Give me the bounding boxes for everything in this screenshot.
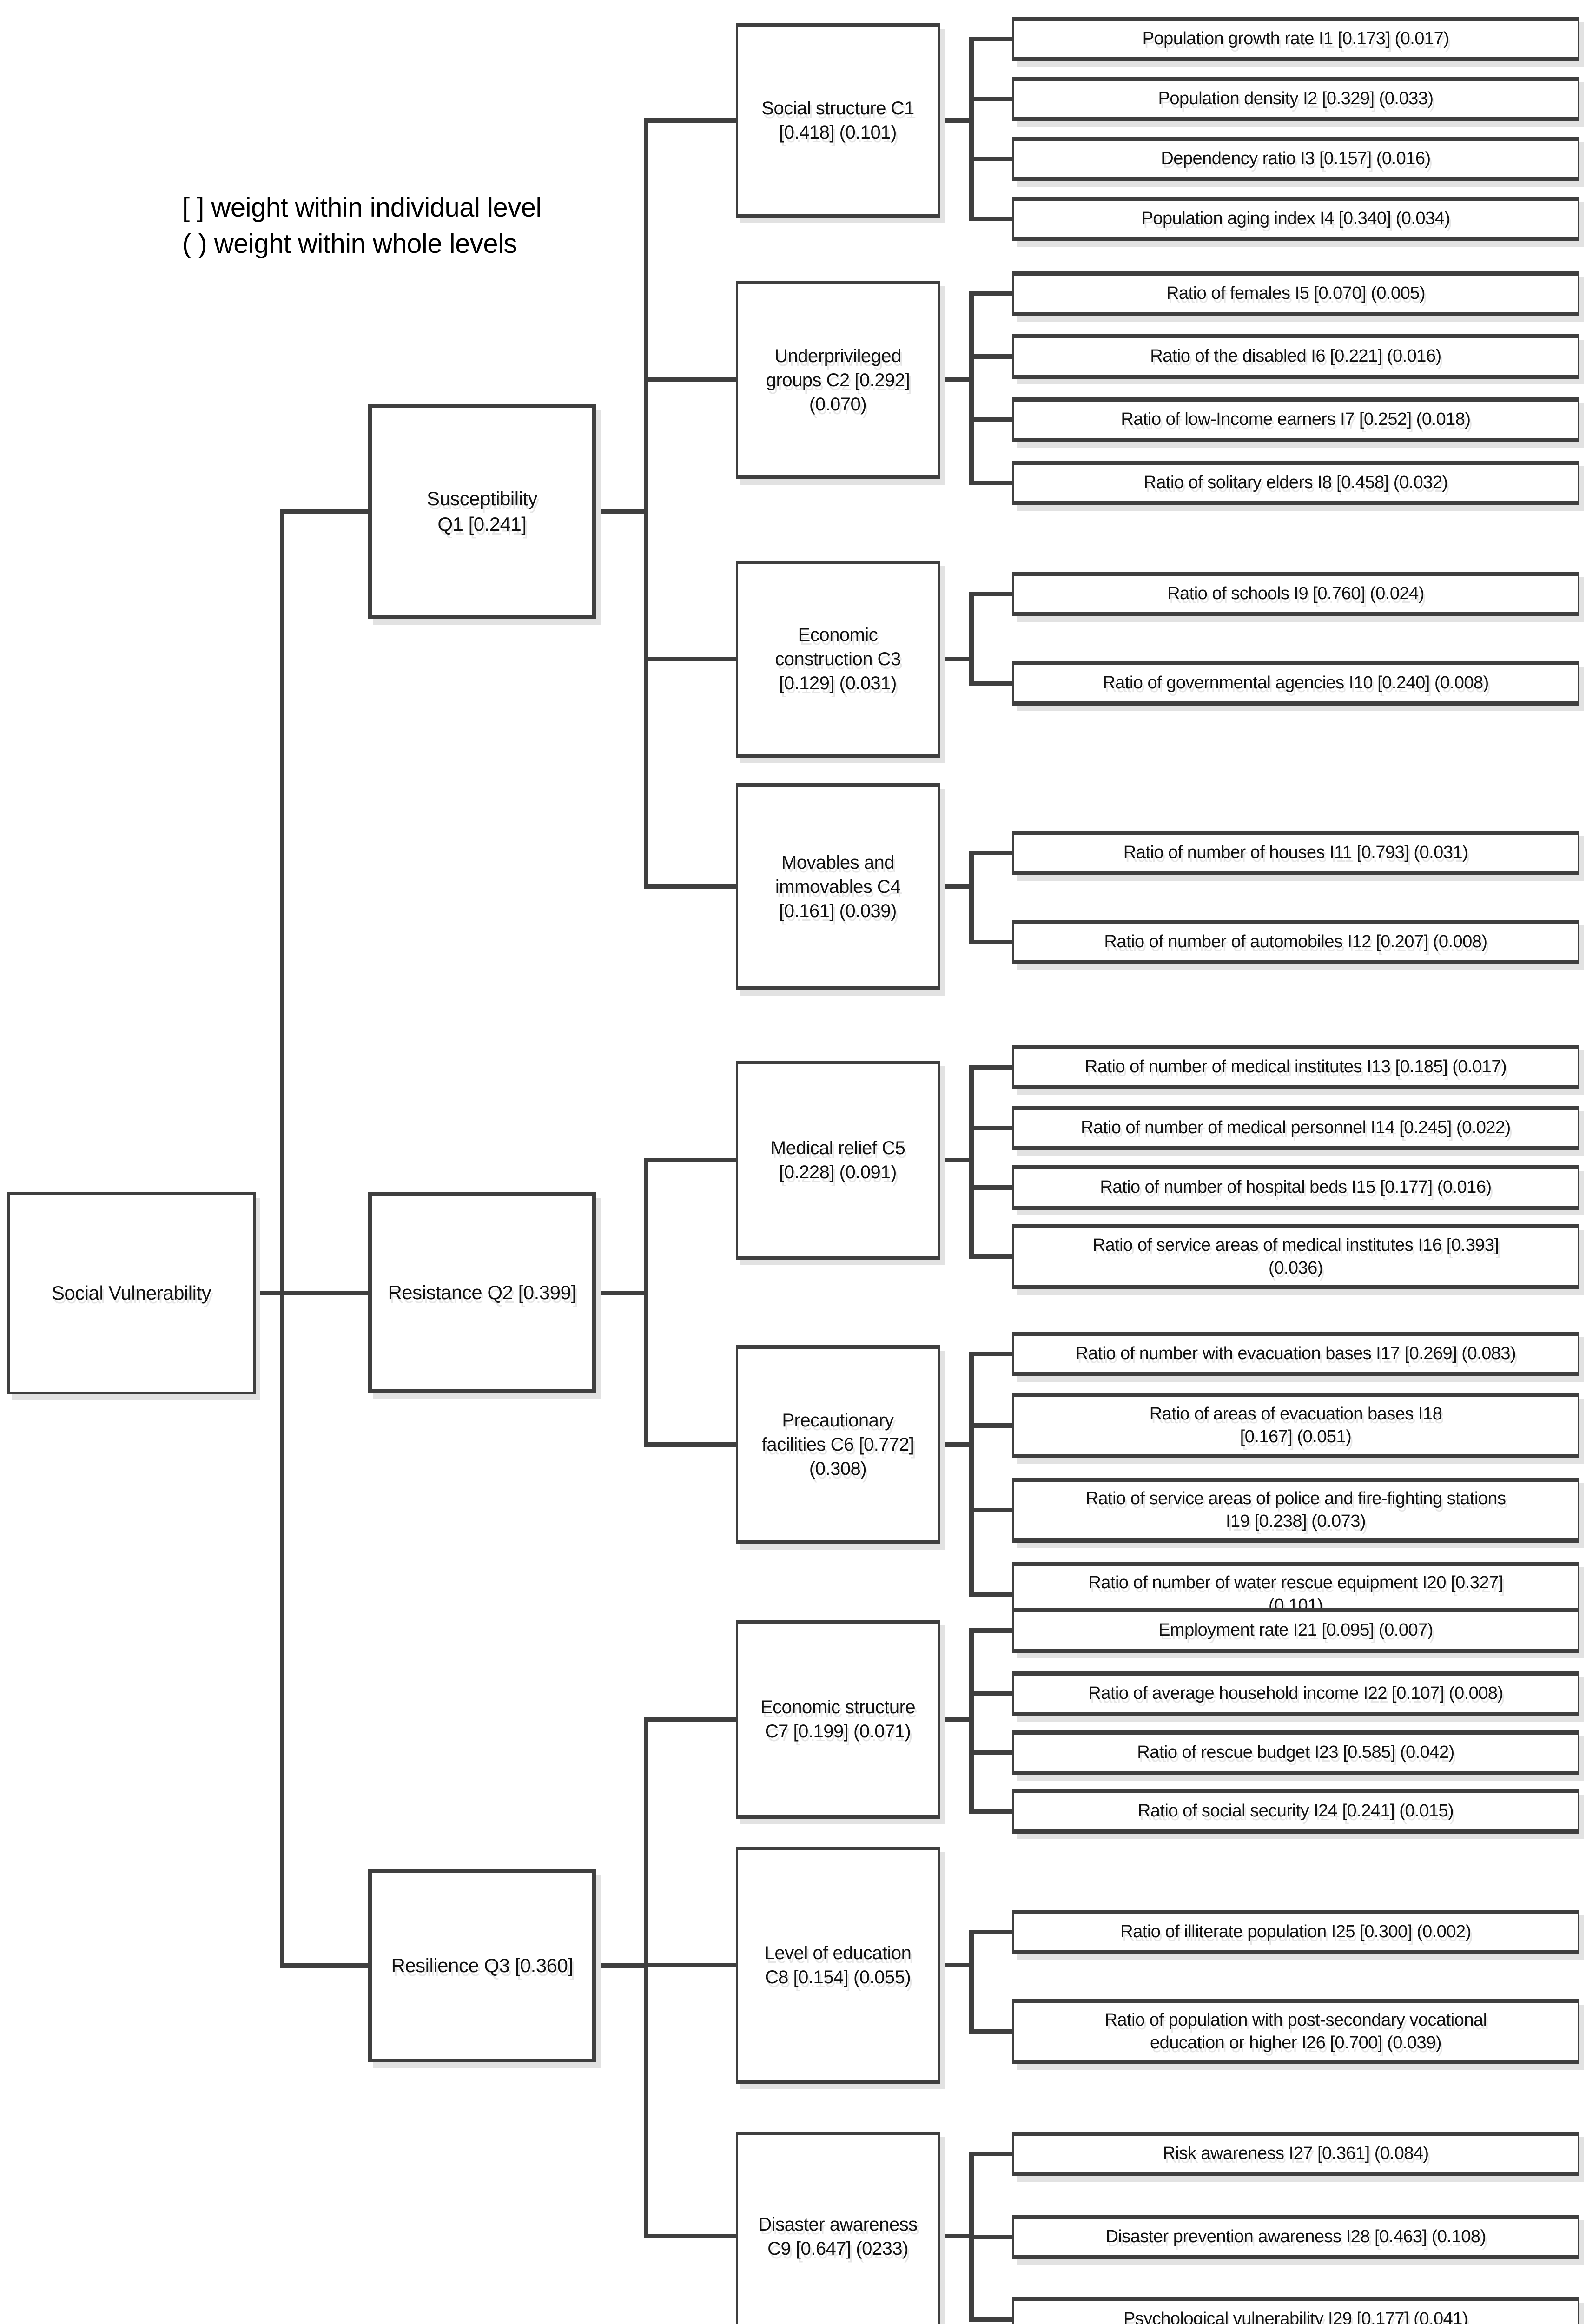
node-c4-movables-immovables: Movables and immovables C4 [0.161] (0.03…: [736, 783, 940, 990]
node-q1-susceptibility: Susceptibility Q1 [0.241]: [368, 404, 596, 619]
legend: [ ] weight within individual level ( ) w…: [182, 190, 542, 263]
node-i1-population-growth-rate: Population growth rate I1 [0.173] (0.017…: [1012, 17, 1579, 61]
node-i16-service-areas-medical-institutes: Ratio of service areas of medical instit…: [1012, 1224, 1579, 1289]
node-social-vulnerability: Social Vulnerability: [7, 1192, 256, 1394]
node-i22-average-household-income: Ratio of average household income I22 [0…: [1012, 1671, 1579, 1716]
node-c3-economic-construction: Economic construction C3 [0.129] (0.031): [736, 561, 940, 758]
node-c7-economic-structure: Economic structure C7 [0.199] (0.071): [736, 1620, 940, 1819]
node-i3-dependency-ratio: Dependency ratio I3 [0.157] (0.016): [1012, 137, 1579, 181]
node-i7-ratio-low-income-earners: Ratio of low-Income earners I7 [0.252] (…: [1012, 397, 1579, 442]
node-i29-psychological-vulnerability: Psychological vulnerability I29 [0.177] …: [1012, 2297, 1579, 2324]
node-i14-ratio-medical-personnel: Ratio of number of medical personnel I14…: [1012, 1106, 1579, 1150]
node-i10-ratio-governmental-agencies: Ratio of governmental agencies I10 [0.24…: [1012, 661, 1579, 706]
node-i17-number-evacuation-bases: Ratio of number with evacuation bases I1…: [1012, 1332, 1579, 1376]
node-i18-areas-evacuation-bases: Ratio of areas of evacuation bases I18 […: [1012, 1393, 1579, 1458]
node-q2-resistance: Resistance Q2 [0.399]: [368, 1192, 596, 1393]
node-i15-ratio-hospital-beds: Ratio of number of hospital beds I15 [0.…: [1012, 1165, 1579, 1210]
node-i6-ratio-of-disabled: Ratio of the disabled I6 [0.221] (0.016): [1012, 334, 1579, 379]
node-c2-underprivileged-groups: Underprivileged groups C2 [0.292] (0.070…: [736, 281, 940, 479]
node-i11-ratio-number-of-houses: Ratio of number of houses I11 [0.793] (0…: [1012, 831, 1579, 875]
node-i23-rescue-budget: Ratio of rescue budget I23 [0.585] (0.04…: [1012, 1730, 1579, 1775]
node-c8-level-of-education: Level of education C8 [0.154] (0.055): [736, 1847, 940, 2084]
node-q3-resilience: Resilience Q3 [0.360]: [368, 1869, 596, 2062]
node-i5-ratio-of-females: Ratio of females I5 [0.070] (0.005): [1012, 271, 1579, 316]
node-c6-precautionary-facilities: Precautionary facilities C6 [0.772] (0.3…: [736, 1345, 940, 1544]
node-c9-disaster-awareness: Disaster awareness C9 [0.647] (0233): [736, 2132, 940, 2324]
node-i21-employment-rate: Employment rate I21 [0.095] (0.007): [1012, 1608, 1579, 1653]
node-i4-population-aging-index: Population aging index I4 [0.340] (0.034…: [1012, 197, 1579, 241]
node-i13-ratio-medical-institutes: Ratio of number of medical institutes I1…: [1012, 1045, 1579, 1089]
node-i24-social-security: Ratio of social security I24 [0.241] (0.…: [1012, 1789, 1579, 1834]
node-c5-medical-relief: Medical relief C5 [0.228] (0.091): [736, 1061, 940, 1260]
legend-line-whole: ( ) weight within whole levels: [182, 229, 517, 259]
node-i25-illiterate-population: Ratio of illiterate population I25 [0.30…: [1012, 1910, 1579, 1954]
node-i9-ratio-of-schools: Ratio of schools I9 [0.760] (0.024): [1012, 572, 1579, 616]
legend-line-individual: [ ] weight within individual level: [182, 192, 542, 223]
node-i8-ratio-solitary-elders: Ratio of solitary elders I8 [0.458] (0.0…: [1012, 461, 1579, 505]
node-i19-service-areas-police-fire: Ratio of service areas of police and fir…: [1012, 1478, 1579, 1543]
node-i26-post-secondary-education: Ratio of population with post-secondary …: [1012, 1999, 1579, 2064]
node-i28-disaster-prevention-awareness: Disaster prevention awareness I28 [0.463…: [1012, 2215, 1579, 2259]
node-i2-population-density: Population density I2 [0.329] (0.033): [1012, 77, 1579, 121]
node-i27-risk-awareness: Risk awareness I27 [0.361] (0.084): [1012, 2132, 1579, 2176]
node-i12-ratio-number-of-automobiles: Ratio of number of automobiles I12 [0.20…: [1012, 920, 1579, 964]
node-c1-social-structure: Social structure C1 [0.418] (0.101): [736, 23, 940, 218]
